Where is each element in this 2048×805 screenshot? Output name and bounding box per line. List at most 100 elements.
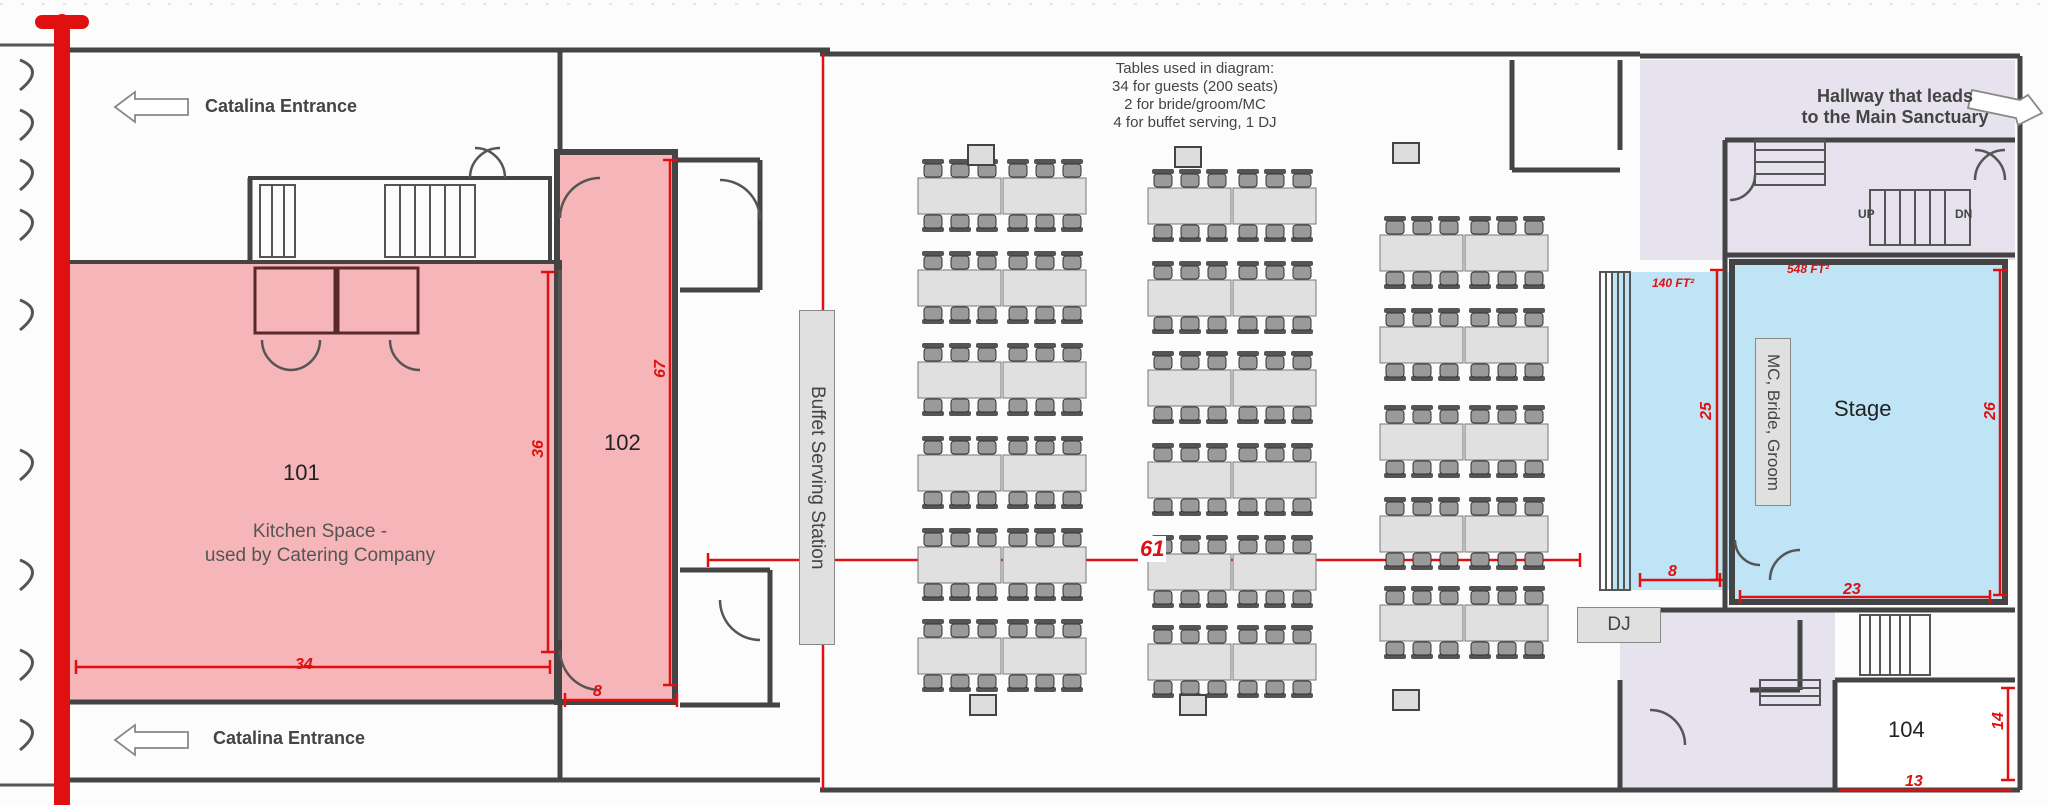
chair [1264,680,1286,698]
chair [1438,460,1460,478]
chair [1438,363,1460,381]
room-102 [560,155,675,702]
guest-table [917,269,1002,307]
chair [1034,343,1056,362]
chair [1411,405,1433,424]
chair [1291,224,1313,242]
chair [1384,552,1406,570]
dimension-34: 34 [295,656,313,673]
chair [1061,436,1083,455]
chair [1523,405,1545,424]
chair [1237,169,1259,188]
tables-note-line1: Tables used in diagram: [1115,60,1275,77]
tables-note: Tables used in diagram: 34 for guests (2… [1040,60,1350,132]
chair [1496,460,1518,478]
chair [1007,306,1029,324]
chair [1152,224,1174,242]
chair [1152,625,1174,644]
chair [1034,251,1056,270]
guest-table [1464,515,1549,553]
chair [922,674,944,692]
chair [1291,316,1313,334]
chair [1061,343,1083,362]
guest-table [1232,461,1317,499]
guest-table [1002,637,1087,675]
chair [949,306,971,324]
chair [1411,497,1433,516]
guest-table [1379,326,1464,364]
chair [922,306,944,324]
chair [976,306,998,324]
chair [922,436,944,455]
chair [949,674,971,692]
guest-table [1379,234,1464,272]
room-104 [1835,680,2015,790]
room-102-label: 102 [604,430,641,455]
chair [1152,261,1174,280]
bottom-entrance-label: Catalina Entrance [213,728,366,748]
chair [922,343,944,362]
chair [1206,498,1228,516]
chair [1438,271,1460,289]
chair [1438,405,1460,424]
dimension-67: 67 [651,360,669,378]
dimension-61: 61 [1138,536,1167,562]
chair [976,583,998,601]
chair [949,619,971,638]
chair [1206,261,1228,280]
hallway-label-line1: Hallway that leads [1816,86,1974,106]
chair [1007,159,1029,178]
chair [1179,351,1201,370]
chair [949,159,971,178]
chair [1411,271,1433,289]
chair [922,251,944,270]
chair [1179,625,1201,644]
guest-table [917,177,1002,215]
chair [1034,528,1056,547]
chair [1237,535,1259,554]
stairs-up-label: UP [1858,207,1875,221]
chair [1411,216,1433,235]
guest-table [1147,187,1232,225]
guest-table [1147,369,1232,407]
chair [976,214,998,232]
dj-table: DJ [1577,607,1661,643]
chair [1469,271,1491,289]
chair [1237,224,1259,242]
chair [1411,460,1433,478]
chair [922,159,944,178]
chair [1061,398,1083,416]
chair [1523,308,1545,327]
chair [1237,443,1259,462]
chair [1523,460,1545,478]
chair [1291,406,1313,424]
chair [1411,641,1433,659]
chair [1237,351,1259,370]
chair [1034,159,1056,178]
guest-table [1232,187,1317,225]
stage-label: Stage [1834,396,1892,421]
chair [1291,590,1313,608]
chair [1469,586,1491,605]
guest-table [1464,604,1549,642]
chair [922,619,944,638]
chair [1411,552,1433,570]
chair [1264,169,1286,188]
chair [1384,216,1406,235]
chair [976,674,998,692]
chair [1152,443,1174,462]
chair [1152,498,1174,516]
guest-table [917,361,1002,399]
chair [1206,680,1228,698]
chair [1237,680,1259,698]
chair [949,491,971,509]
chair [1264,261,1286,280]
chair [1179,535,1201,554]
guest-table [1464,326,1549,364]
guest-table [1232,369,1317,407]
chair [1496,363,1518,381]
stage-area-label: 548 FT² [1787,262,1830,276]
chair [1007,436,1029,455]
chair [1237,498,1259,516]
chair [1152,590,1174,608]
